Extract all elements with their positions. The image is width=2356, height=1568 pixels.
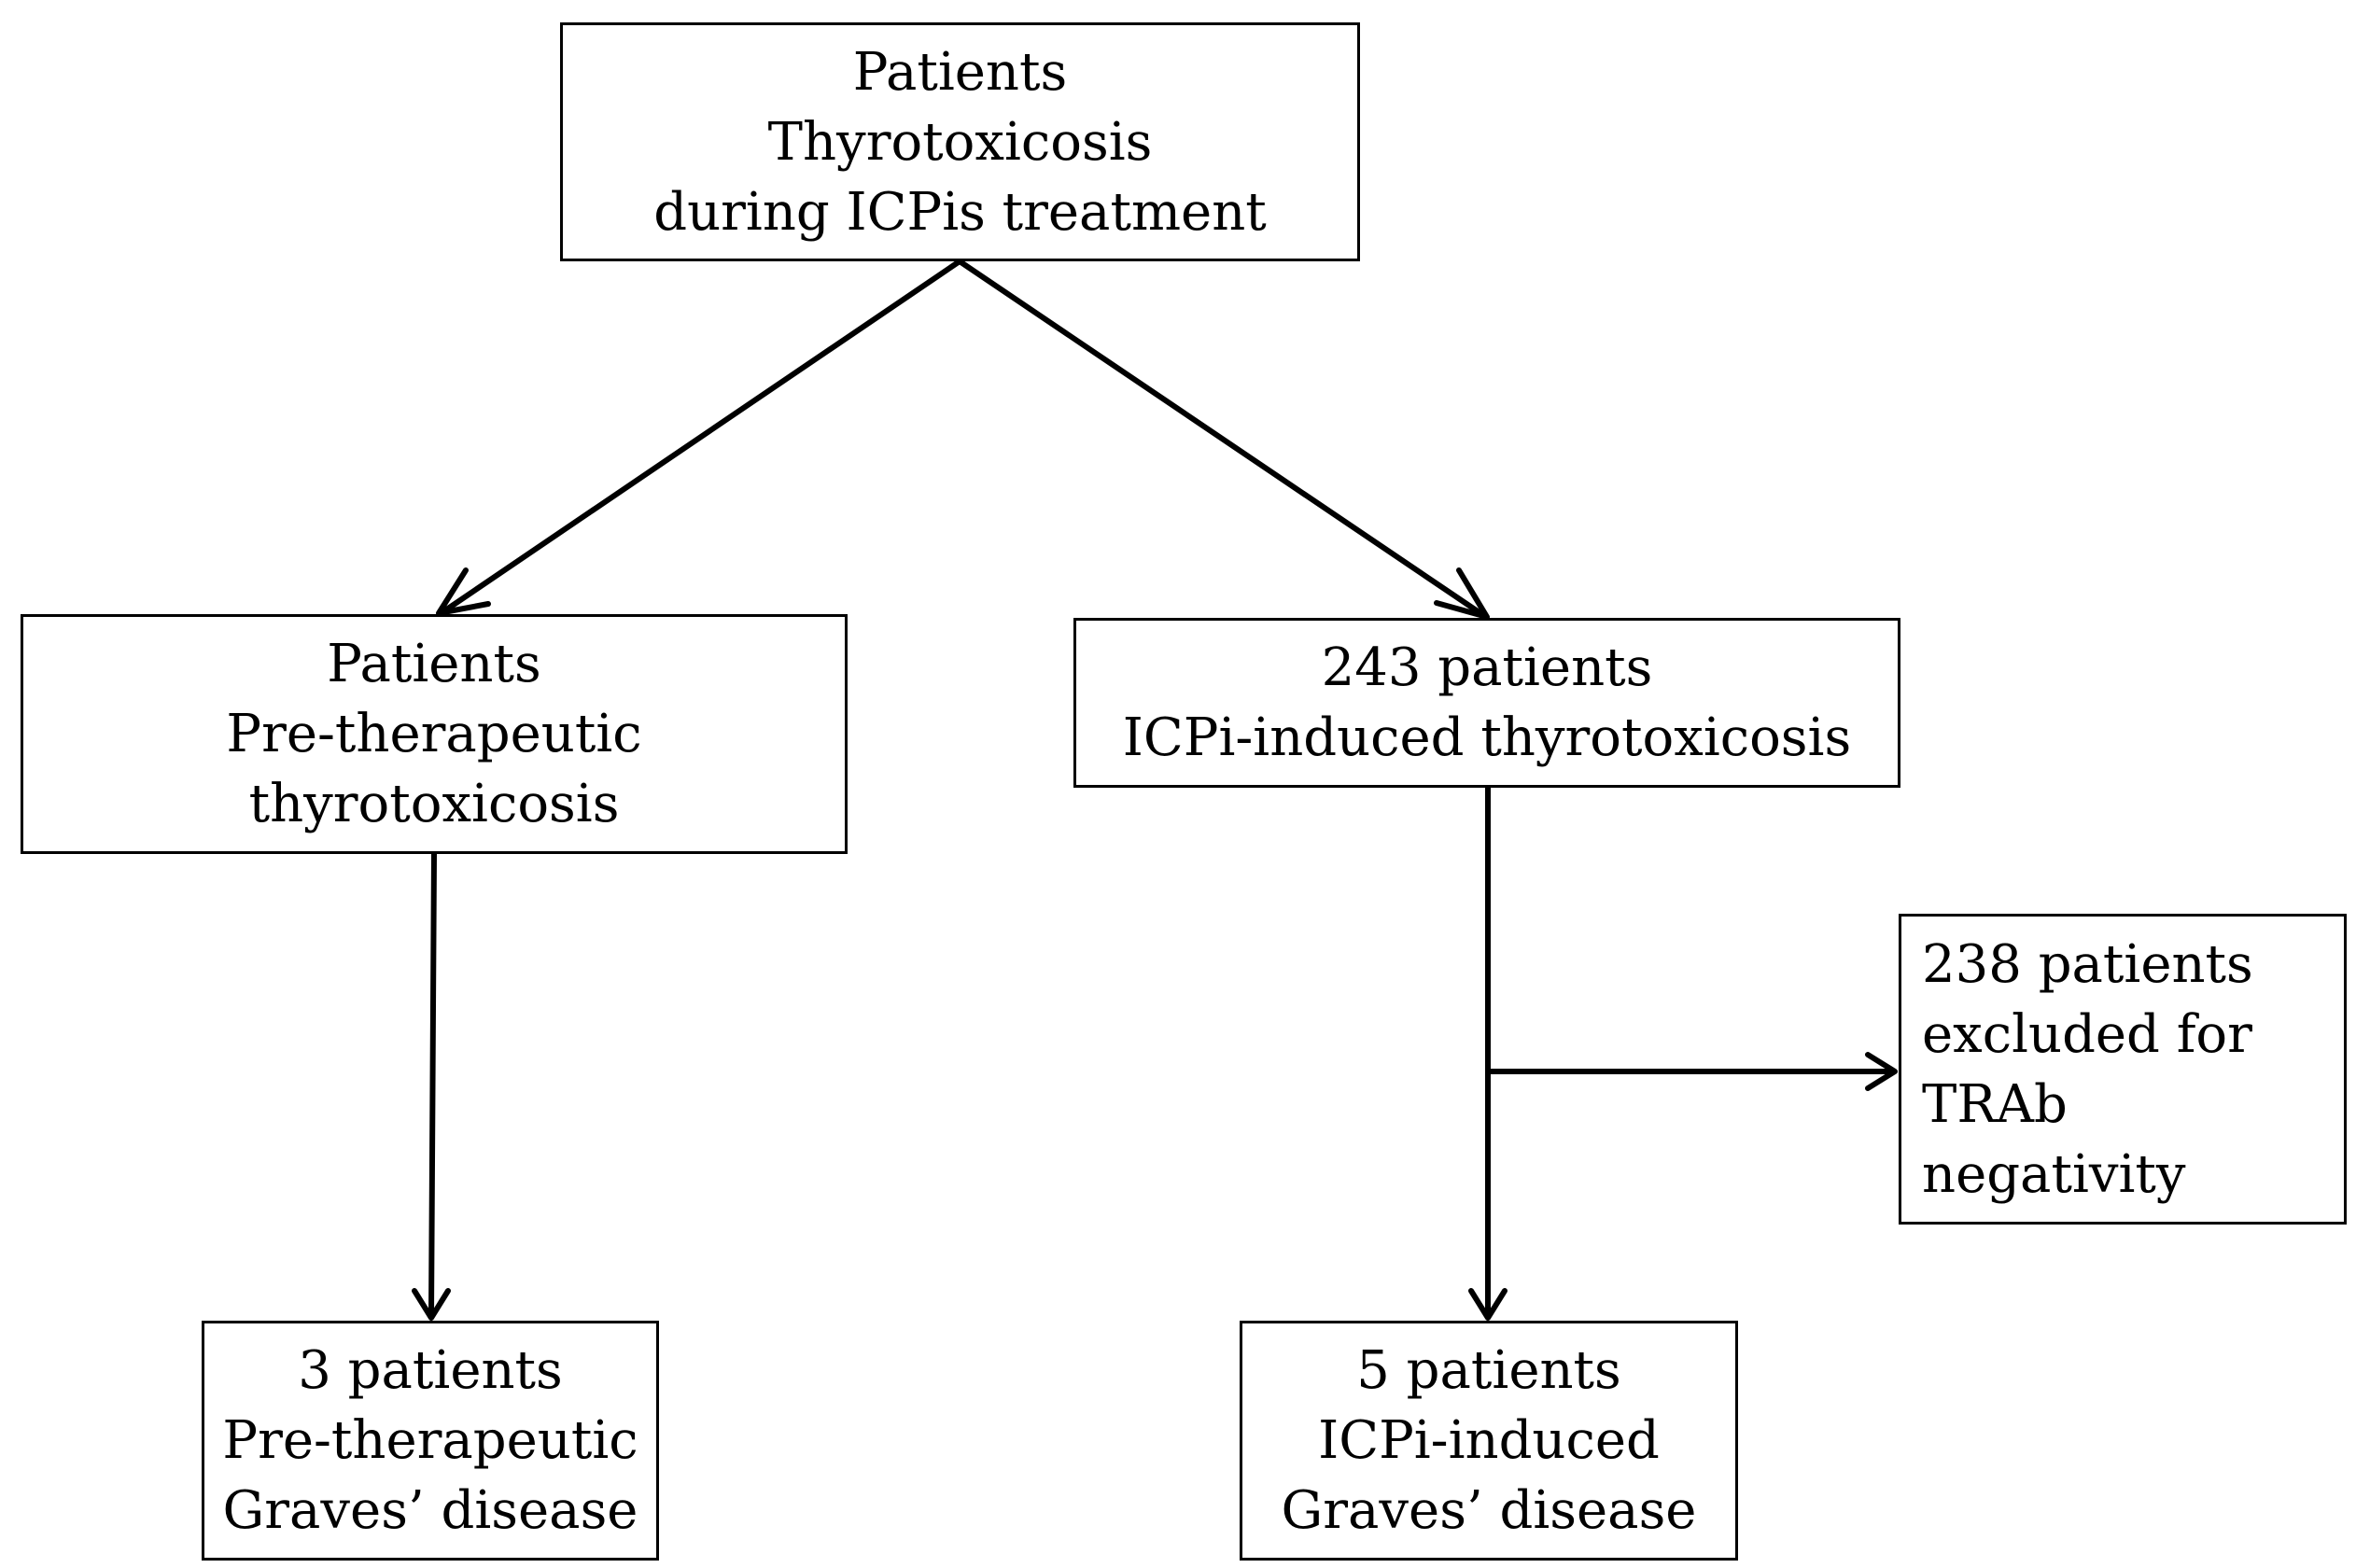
arrowhead-bottom-left xyxy=(412,1288,451,1321)
box-top-line-2: Thyrotoxicosis xyxy=(767,111,1153,173)
box-right-line-2: ICPi-induced thyrotoxicosis xyxy=(1122,707,1852,768)
box-bottom-right-line-2: ICPi-induced xyxy=(1318,1410,1660,1471)
box-bottom-left-line-3: Graves’ disease xyxy=(222,1480,638,1541)
box-excluded-line-2: excluded for xyxy=(1922,1003,2252,1065)
box-left-line-2: Pre-therapeutic xyxy=(226,704,642,764)
box-excluded-trab-negativity: 238 patients excluded for TRAb negativit… xyxy=(1899,914,2347,1225)
arrowhead-excluded xyxy=(1865,1052,1898,1091)
box-bottom-right-line-1: 5 patients xyxy=(1356,1340,1621,1401)
box-left-line-3: thyrotoxicosis xyxy=(248,774,620,834)
box-icpi-induced-graves: 5 patients ICPi-induced Graves’ disease xyxy=(1240,1321,1738,1561)
box-excluded-line-3: TRAb xyxy=(1922,1073,2068,1135)
arrowhead-left-branch xyxy=(436,567,491,616)
box-pre-therapeutic-thyrotoxicosis: Patients Pre-therapeutic thyrotoxicosis xyxy=(21,614,848,854)
box-excluded-line-1: 238 patients xyxy=(1922,933,2253,995)
arrow-top-to-left xyxy=(440,259,962,615)
arrowhead-bottom-right xyxy=(1468,1288,1508,1321)
arrowhead-right-branch xyxy=(1434,567,1490,620)
box-thyrotoxicosis-during-icpis: Patients Thyrotoxicosis during ICPis tre… xyxy=(560,22,1360,261)
box-bottom-right-line-3: Graves’ disease xyxy=(1281,1480,1697,1541)
box-excluded-line-4: negativity xyxy=(1922,1143,2186,1205)
box-icpi-induced-thyrotoxicosis: 243 patients ICPi-induced thyrotoxicosis xyxy=(1073,618,1900,788)
arrow-left-to-bottom-left xyxy=(428,851,437,1319)
box-bottom-left-line-1: 3 patients xyxy=(298,1340,563,1401)
box-top-line-1: Patients xyxy=(852,41,1068,103)
box-left-line-1: Patients xyxy=(327,634,541,694)
arrow-top-to-right xyxy=(957,259,1486,618)
box-pre-therapeutic-graves: 3 patients Pre-therapeutic Graves’ disea… xyxy=(202,1321,659,1561)
box-bottom-left-line-2: Pre-therapeutic xyxy=(222,1410,638,1471)
box-top-line-3: during ICPis treatment xyxy=(653,181,1267,243)
box-right-line-1: 243 patients xyxy=(1321,637,1653,698)
